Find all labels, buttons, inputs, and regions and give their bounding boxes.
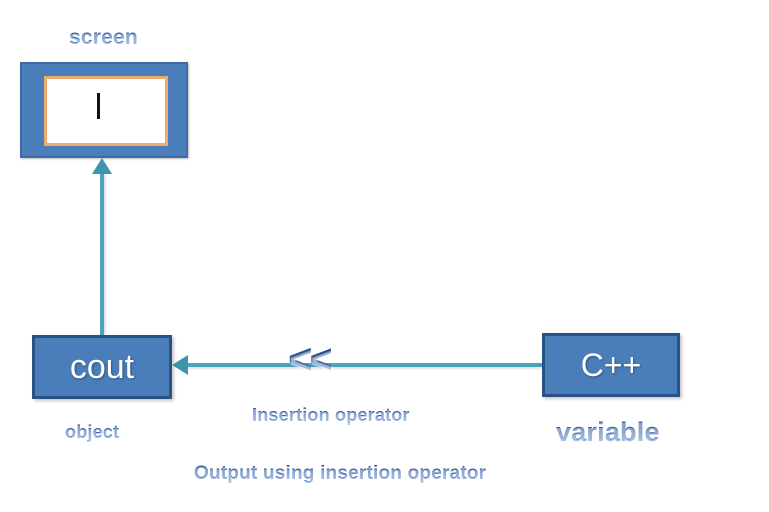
cpp-node-label: C++ <box>580 346 642 383</box>
cout-node-label: cout <box>69 347 135 386</box>
diagram-caption: Output using insertion operator <box>194 463 487 484</box>
screen-label: screen <box>69 26 138 49</box>
cout-node: cout <box>32 335 172 399</box>
text-caret-icon <box>97 93 100 119</box>
arrow-line-cout-to-screen <box>100 174 104 335</box>
insertion-operator-glyph: << <box>288 335 334 382</box>
object-label: object <box>65 422 120 442</box>
screen-display-area <box>44 76 168 146</box>
arrow-line-cpp-to-cout <box>188 363 542 367</box>
variable-label: variable <box>556 417 660 447</box>
insertion-operator-label: Insertion operator <box>252 405 410 425</box>
arrow-head-cpp-to-cout <box>172 355 188 375</box>
screen-monitor-shape <box>20 62 188 158</box>
cpp-node: C++ <box>542 333 680 397</box>
arrow-head-cout-to-screen <box>92 158 112 174</box>
